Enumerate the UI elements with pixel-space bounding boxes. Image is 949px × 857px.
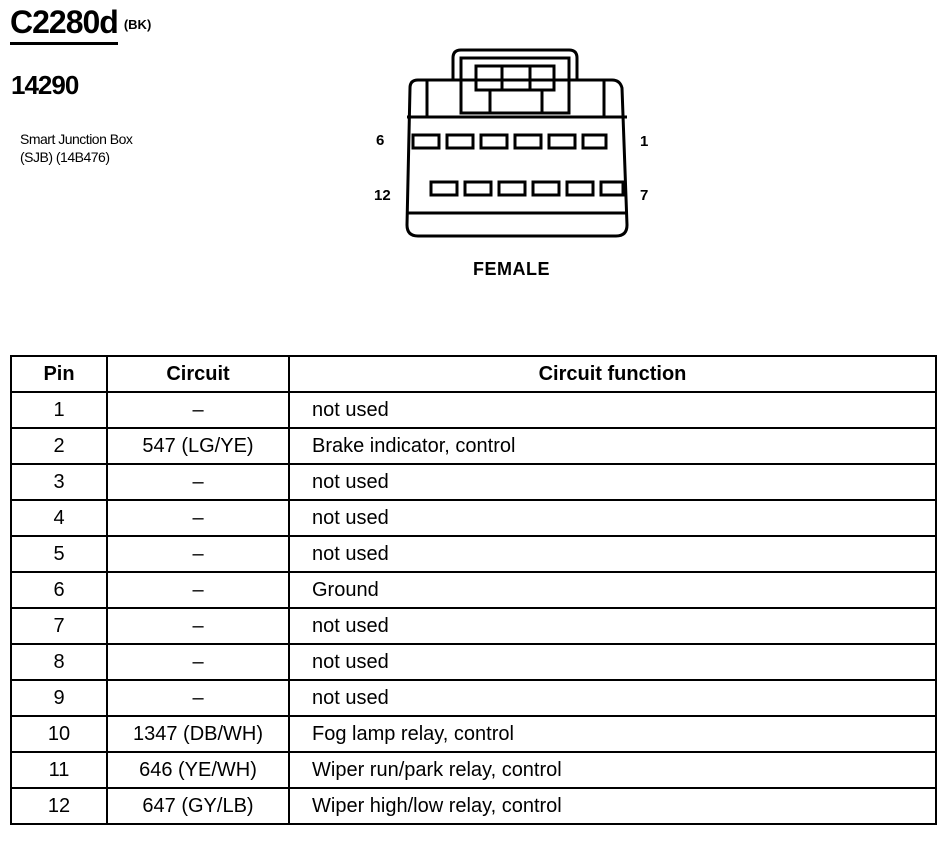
locking-tab (451, 48, 579, 80)
cell-circuit: 646 (YE/WH) (106, 751, 290, 789)
cell-circuit-function: not used (288, 607, 937, 645)
cell-pin: 8 (10, 643, 108, 681)
cell-circuit: – (106, 463, 290, 501)
connector-color: (BK) (123, 17, 152, 32)
cell-pin: 11 (10, 751, 108, 789)
table-row: 9–not used (10, 679, 937, 717)
table-row: 8–not used (10, 643, 937, 681)
pin-label-bottom-right: 7 (640, 187, 649, 204)
connector-id: C2280d (BK) (10, 4, 152, 45)
pin-cavity (565, 180, 595, 197)
cell-circuit: – (106, 535, 290, 573)
pin-cavity (547, 133, 577, 150)
cell-circuit-function: not used (288, 535, 937, 573)
cell-pin: 6 (10, 571, 108, 609)
component-description: Smart Junction Box (SJB) (14B476) (20, 130, 133, 166)
cell-circuit-function: Wiper high/low relay, control (288, 787, 937, 825)
pin-cavity (463, 180, 493, 197)
table-row: 6–Ground (10, 571, 937, 609)
table-row: 5–not used (10, 535, 937, 573)
connector-face-diagram (405, 48, 629, 238)
pin-label-bottom-left: 12 (374, 187, 391, 204)
pin-label-top-left: 6 (376, 132, 385, 149)
pin-cavity (479, 133, 509, 150)
header-circuit-function: Circuit function (288, 355, 937, 393)
table-row: 3–not used (10, 463, 937, 501)
description-line: Smart Junction Box (20, 131, 133, 147)
header-circuit: Circuit (106, 355, 290, 393)
cell-pin: 4 (10, 499, 108, 537)
locking-tab-inner (459, 56, 571, 115)
cell-pin: 5 (10, 535, 108, 573)
cell-pin: 1 (10, 391, 108, 429)
part-number: 14290 (11, 70, 79, 100)
cell-circuit-function: Brake indicator, control (288, 427, 937, 465)
pin-cavity (411, 133, 441, 150)
cell-circuit-function: not used (288, 643, 937, 681)
cell-circuit-function: Wiper run/park relay, control (288, 751, 937, 789)
locking-tab-window (474, 64, 556, 92)
cell-circuit: – (106, 391, 290, 429)
pin-cavity (513, 133, 543, 150)
description-line: (SJB) (14B476) (20, 149, 110, 165)
cell-circuit: – (106, 643, 290, 681)
table-header-row: Pin Circuit Circuit function (10, 355, 937, 393)
cell-pin: 10 (10, 715, 108, 753)
cell-circuit-function: Ground (288, 571, 937, 609)
cell-pin: 12 (10, 787, 108, 825)
connector-body (405, 78, 629, 238)
cell-circuit: 547 (LG/YE) (106, 427, 290, 465)
cell-circuit: 1347 (DB/WH) (106, 715, 290, 753)
cell-pin: 2 (10, 427, 108, 465)
cell-circuit-function: not used (288, 499, 937, 537)
pin-cavity (429, 180, 459, 197)
table-row: 7–not used (10, 607, 937, 645)
cell-pin: 7 (10, 607, 108, 645)
cell-circuit: 647 (GY/LB) (106, 787, 290, 825)
cell-circuit: – (106, 499, 290, 537)
cell-circuit: – (106, 571, 290, 609)
cell-circuit-function: not used (288, 679, 937, 717)
cell-circuit: – (106, 607, 290, 645)
table-row: 1–not used (10, 391, 937, 429)
pin-cavity (497, 180, 527, 197)
cell-circuit-function: Fog lamp relay, control (288, 715, 937, 753)
cell-circuit: – (106, 679, 290, 717)
pin-cavity (599, 180, 625, 197)
cell-circuit-function: not used (288, 463, 937, 501)
connector-gender: FEMALE (473, 259, 550, 279)
pin-cavity (581, 133, 608, 150)
pin-cavity (445, 133, 475, 150)
pin-label-top-right: 1 (640, 133, 649, 150)
cell-circuit-function: not used (288, 391, 937, 429)
cell-pin: 9 (10, 679, 108, 717)
cell-pin: 3 (10, 463, 108, 501)
header-pin: Pin (10, 355, 108, 393)
pin-cavity (531, 180, 561, 197)
table-row: 4–not used (10, 499, 937, 537)
connector-code: C2280d (10, 4, 119, 45)
